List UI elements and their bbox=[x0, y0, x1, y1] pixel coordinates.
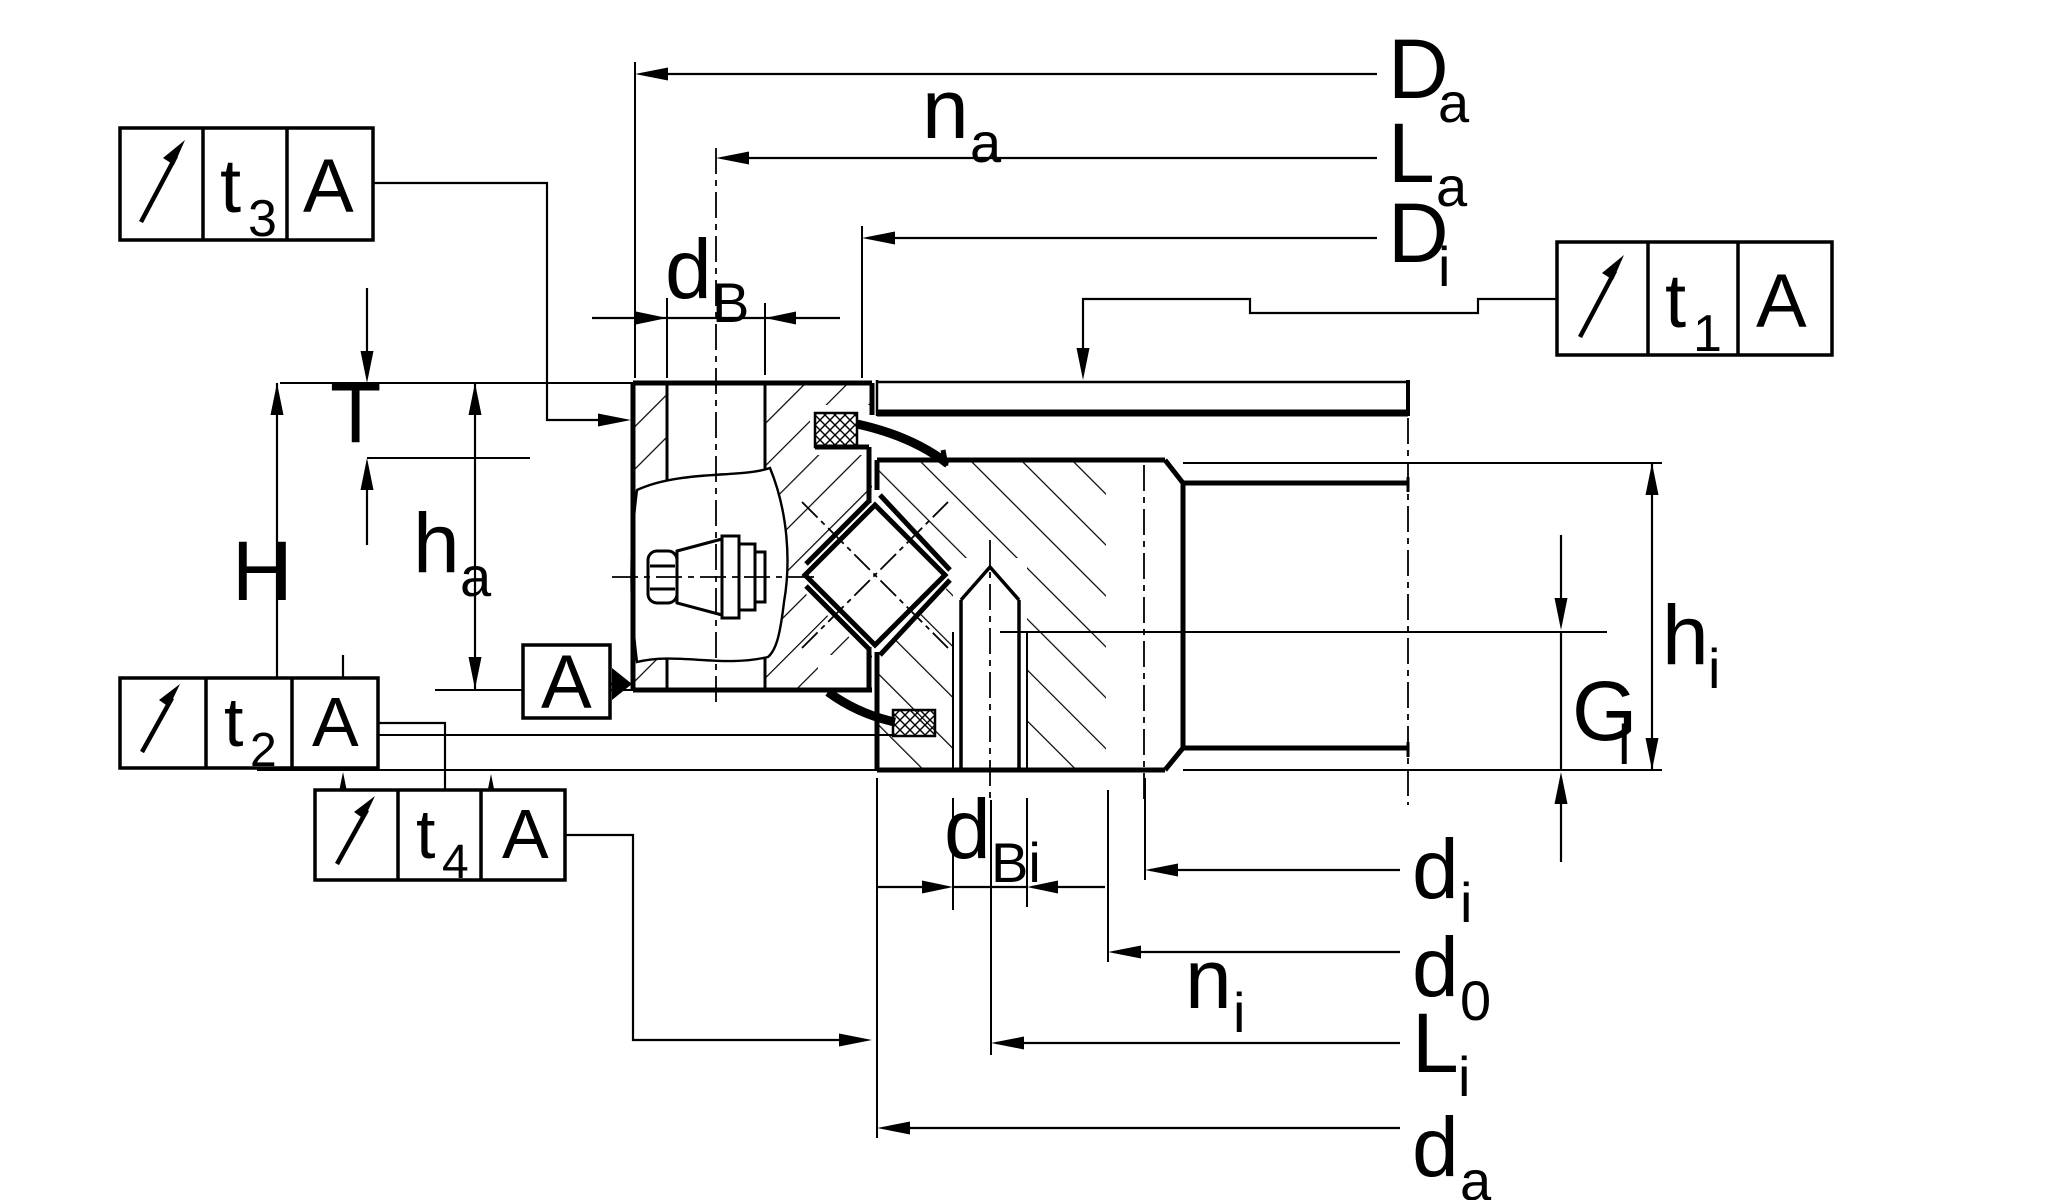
label-Da-sub: a bbox=[1438, 71, 1470, 134]
outer-raceway-lower bbox=[804, 584, 871, 651]
label-na-sub: a bbox=[970, 111, 1002, 174]
extension-lines bbox=[257, 62, 1662, 1138]
t4-tolerance-label: t bbox=[416, 795, 435, 873]
circular-runout-icon bbox=[140, 684, 180, 754]
label-d0: d bbox=[1412, 920, 1459, 1014]
label-dB: d bbox=[665, 222, 712, 316]
label-hi: h bbox=[1662, 588, 1709, 682]
upper-seal-lip bbox=[856, 419, 951, 468]
t3-datum-label: A bbox=[303, 144, 354, 229]
drill-point bbox=[959, 564, 1021, 602]
t3-tolerance-label: t bbox=[220, 144, 241, 229]
t1-tolerance-sub: 1 bbox=[1693, 305, 1722, 363]
t1-datum-label: A bbox=[1756, 259, 1807, 344]
label-dBi: d bbox=[944, 782, 991, 876]
label-Di-sub: i bbox=[1438, 235, 1450, 298]
label-ni-sub: i bbox=[1233, 981, 1245, 1044]
label-Gl: G bbox=[1572, 664, 1637, 758]
label-Di: D bbox=[1388, 186, 1449, 280]
label-Da: D bbox=[1388, 22, 1449, 116]
label-hi-sub: i bbox=[1708, 637, 1720, 700]
t3-leader bbox=[373, 181, 612, 422]
label-Li: L bbox=[1412, 996, 1459, 1090]
label-na: n bbox=[922, 62, 969, 156]
lower-seal bbox=[335, 688, 937, 738]
t2-tolerance-sub: 2 bbox=[250, 724, 277, 777]
label-da: d bbox=[1412, 1100, 1459, 1194]
centerlines bbox=[612, 148, 1409, 805]
inner-raceway-lower bbox=[878, 578, 952, 657]
inner-raceway-upper bbox=[878, 493, 952, 572]
inner-ring-bottom-chamfer bbox=[1163, 746, 1185, 772]
t2-datum-label: A bbox=[312, 683, 359, 761]
section-marker-label: A bbox=[541, 640, 592, 725]
label-ni: n bbox=[1185, 932, 1232, 1026]
t4-tolerance-sub: 4 bbox=[442, 836, 469, 889]
label-di-sub: i bbox=[1460, 871, 1472, 934]
upper-seal-block bbox=[813, 411, 859, 449]
outer-ring-body bbox=[765, 383, 872, 690]
upper-seal bbox=[813, 411, 951, 468]
tolerance-frame-t4: t 4 A bbox=[313, 788, 872, 1047]
t3-tolerance-sub: 3 bbox=[248, 190, 277, 248]
crossed-roller bbox=[801, 501, 949, 649]
section-direction-arrow bbox=[612, 668, 632, 700]
label-Li-sub: i bbox=[1458, 1045, 1470, 1108]
inner-ring-top-band bbox=[875, 380, 1410, 417]
tolerance-frame-t2: t 2 A bbox=[118, 676, 498, 870]
section-marker: A bbox=[521, 640, 632, 725]
inner-ring-edges bbox=[874, 457, 1410, 773]
tolerance-frame-t3: t 3 A bbox=[118, 126, 631, 427]
label-ha: h bbox=[413, 496, 460, 590]
label-ha-sub: a bbox=[460, 545, 492, 608]
label-da-sub: a bbox=[1460, 1149, 1492, 1200]
circular-runout-icon bbox=[139, 140, 185, 224]
lower-seal-block bbox=[891, 708, 937, 738]
label-La: L bbox=[1388, 106, 1435, 200]
t1-tolerance-label: t bbox=[1665, 259, 1686, 344]
outer-raceway-upper bbox=[804, 499, 871, 566]
circular-runout-icon bbox=[335, 796, 375, 866]
inner-bolt-hole bbox=[952, 564, 1028, 770]
t2-tolerance-label: t bbox=[224, 683, 243, 761]
label-La-sub: a bbox=[1436, 155, 1468, 218]
label-di: d bbox=[1412, 822, 1459, 916]
t4-leader bbox=[565, 833, 855, 1042]
roller-centerlines bbox=[801, 501, 949, 649]
section-marker-box bbox=[521, 643, 612, 720]
t4-datum-label: A bbox=[502, 795, 549, 873]
t1-leader bbox=[1081, 297, 1557, 362]
label-T: T bbox=[330, 366, 381, 460]
label-dB-sub: B bbox=[712, 271, 749, 334]
circular-runout-icon bbox=[1578, 255, 1624, 339]
inner-ring-top-chamfer bbox=[1163, 458, 1185, 485]
label-H: H bbox=[232, 524, 293, 618]
label-Gl-sub: l bbox=[1618, 713, 1630, 776]
dimension-labels: D a n a L a D i d B T H h a t d Bi d i d… bbox=[232, 22, 1720, 1200]
tolerance-frame-t1: t 1 A bbox=[1076, 240, 1834, 380]
lower-seal-lip bbox=[825, 688, 896, 727]
label-dBi-sub: Bi bbox=[991, 831, 1041, 894]
label-d0-sub: 0 bbox=[1460, 969, 1491, 1032]
